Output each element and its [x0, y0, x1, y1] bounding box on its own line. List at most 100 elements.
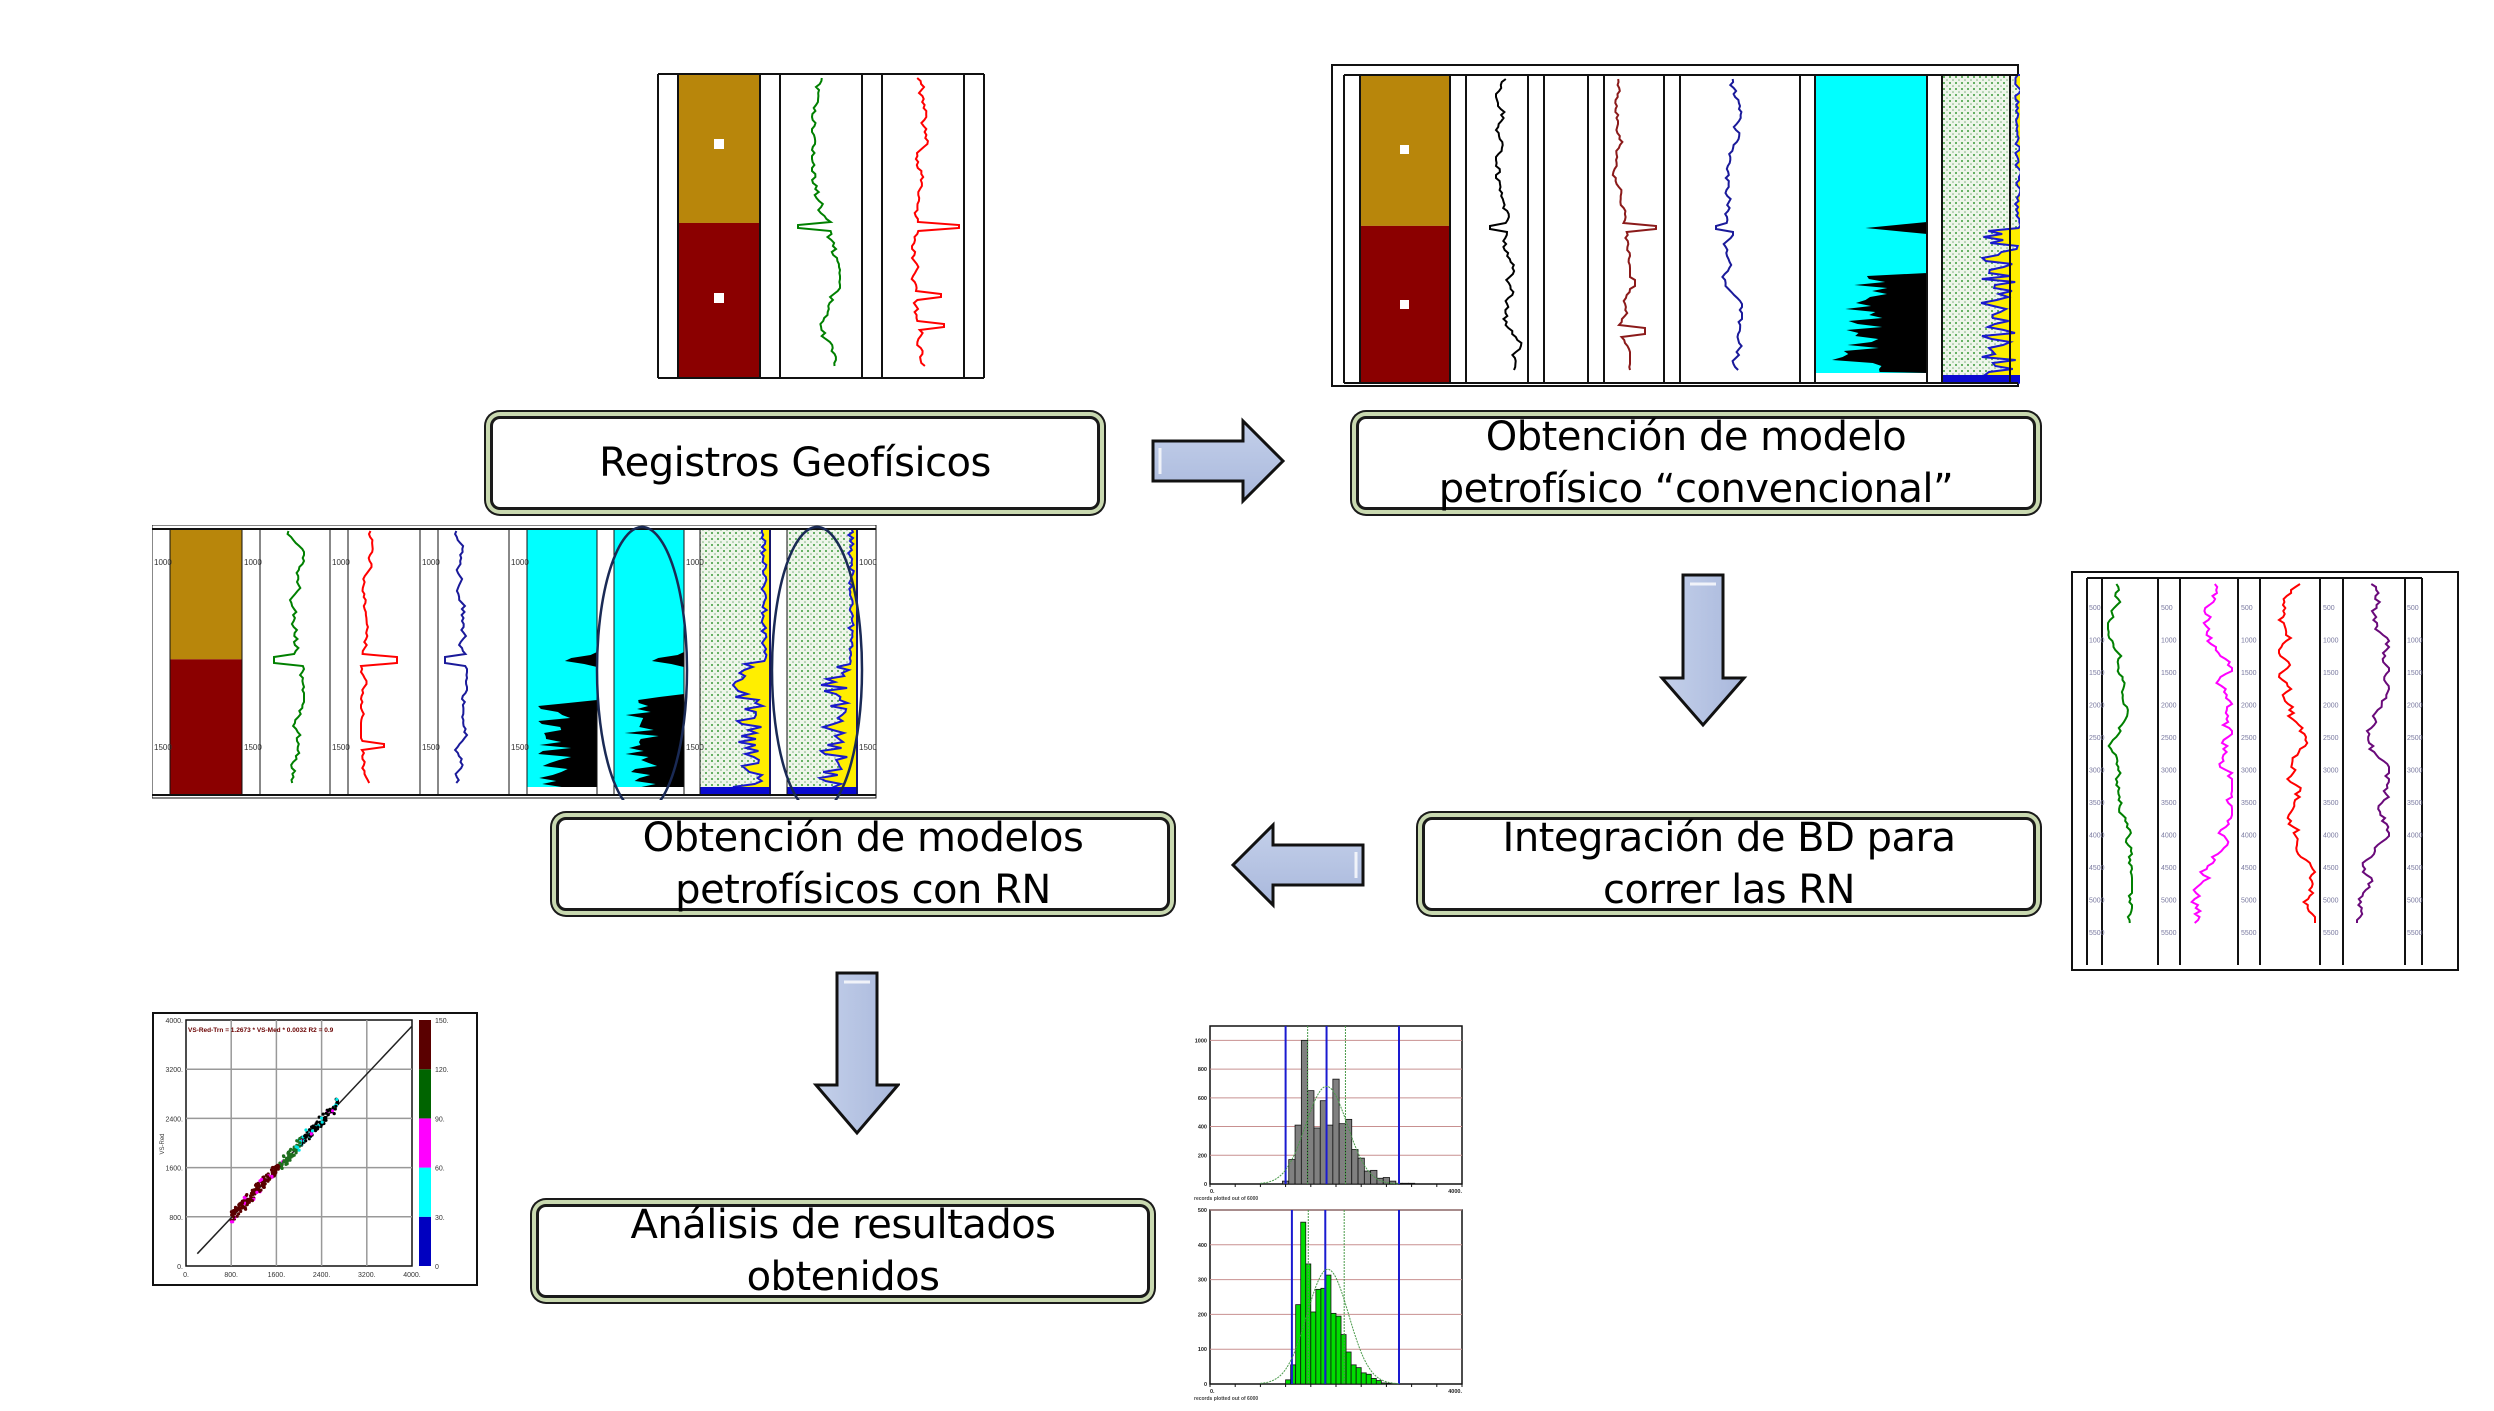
depth-label-1000: 1000: [244, 558, 262, 567]
histogram-bar: [1295, 1304, 1302, 1385]
depth-label: 2000: [2407, 703, 2423, 710]
histogram-bar: [1338, 1123, 1346, 1185]
histogram-bar: [1385, 1382, 1392, 1385]
depth-label-1500: 1500: [511, 743, 529, 752]
scatter-point: [330, 1109, 335, 1113]
scatter-plot-panel: 0.800.1600.2400.3200.4000.0.800.1600.240…: [152, 1012, 478, 1286]
y-tick-label: 100: [1198, 1347, 1207, 1353]
depth-label: 3000: [2161, 768, 2177, 775]
scatter-point: [315, 1120, 319, 1124]
log-panel-convencional-svg: [1331, 64, 2025, 387]
scatter-point: [264, 1178, 268, 1182]
histogram-bar: [1389, 1180, 1397, 1185]
depth-label: 2500: [2407, 735, 2423, 742]
scatter-point: [281, 1154, 286, 1158]
depth-label: 5000: [2089, 898, 2105, 905]
scatter-point: [251, 1192, 255, 1197]
depth-label: 3500: [2161, 800, 2177, 807]
scatter-point: [232, 1215, 236, 1219]
zone-label-b: [1400, 300, 1409, 309]
depth-label: 2500: [2323, 735, 2339, 742]
scatter-point: [286, 1150, 290, 1154]
step-integracion-line-1: Integración de BD para: [1502, 815, 1956, 861]
scatter-point: [229, 1210, 233, 1214]
depth-label-1000: 1000: [332, 558, 350, 567]
step-modelos-rn-line-2: petrofísicos con RN: [675, 867, 1051, 913]
depth-label: 5500: [2407, 930, 2423, 937]
depth-label: 1500: [2241, 670, 2257, 677]
x-tick-label: 3200.: [358, 1272, 376, 1279]
scatter-point: [273, 1167, 277, 1171]
scatter-point: [304, 1128, 308, 1132]
y-tick-label: 3200.: [165, 1067, 183, 1074]
depth-label: 4000: [2241, 833, 2257, 840]
depth-label: 1500: [2407, 670, 2423, 677]
scatter-point: [309, 1132, 313, 1136]
depth-label-1000: 1000: [154, 558, 172, 567]
scatter-point: [238, 1202, 242, 1206]
step-modelo-convencional: Obtención de modelo petrofísico “convenc…: [1356, 414, 2036, 512]
scatter-point: [240, 1199, 244, 1203]
normal-curve: [1260, 1085, 1400, 1185]
scatter-point: [255, 1190, 259, 1194]
depth-label-1500: 1500: [422, 743, 440, 752]
log-curve-red: [2277, 583, 2317, 923]
y-tick-label: 0.: [177, 1264, 183, 1271]
depth-label: 1000: [2407, 638, 2423, 645]
lith-track-yellow-fill: [1980, 74, 2025, 385]
arrow-right-icon: [1151, 417, 1286, 505]
step-analisis-line-2: obtenidos: [746, 1254, 940, 1300]
depth-label: 2500: [2161, 735, 2177, 742]
y-tick-label: 0: [1204, 1182, 1207, 1188]
y-tick-label: 400: [1198, 1243, 1207, 1249]
log-panel-modelos-rn-svg: 1000150010001500100015001000150010001500…: [151, 524, 877, 815]
histogram-bar: [1380, 1382, 1387, 1385]
histogram-bar: [1357, 1157, 1365, 1185]
depth-label: 3500: [2241, 800, 2257, 807]
histogram-bar: [1370, 1378, 1377, 1385]
histogram-bar: [1375, 1380, 1382, 1385]
y-tick-label: 4000.: [165, 1018, 183, 1025]
depth-label: 1500: [2161, 670, 2177, 677]
scatter-point: [323, 1115, 327, 1120]
depth-label: 5000: [2241, 898, 2257, 905]
lith-track-1-yellow-fill: [731, 528, 771, 797]
lith-track-2-yellow-fill: [816, 528, 858, 797]
depth-label: 4500: [2089, 865, 2105, 872]
scatter-point: [235, 1214, 239, 1218]
histogram-bar: [1351, 1149, 1359, 1185]
zone-upper: [170, 529, 242, 660]
x-tick-label: 4000.: [403, 1272, 421, 1279]
histogram-bar: [1300, 1221, 1307, 1385]
depth-label: 5000: [2407, 898, 2423, 905]
log-curve-green: [2107, 583, 2134, 924]
depth-label: 1500: [2089, 670, 2105, 677]
depth-label: 1500: [2323, 670, 2339, 677]
x-tick-label: 0.: [183, 1272, 189, 1279]
y-tick-label: 200: [1198, 1312, 1207, 1318]
depth-label: 4500: [2323, 865, 2339, 872]
log-curve-blue: [444, 530, 469, 784]
step-registros-geofisicos: Registros Geofísicos: [490, 416, 1100, 510]
log-curve-green: [797, 77, 842, 367]
depth-label: 4500: [2161, 865, 2177, 872]
log-panel-registros: [656, 66, 988, 384]
x-tick-label: 0.: [1210, 1389, 1215, 1395]
scatter-point: [252, 1190, 256, 1194]
histogram-caption: records plotted out of 6000: [1194, 1396, 1258, 1402]
scatter-point: [334, 1104, 338, 1108]
depth-label-1000: 1000: [422, 558, 440, 567]
histogram-bar: [1310, 1311, 1317, 1385]
histogram-bar: [1345, 1351, 1352, 1385]
scatter-point: [270, 1174, 274, 1178]
depth-label: 5500: [2089, 930, 2105, 937]
depth-label: 500: [2407, 605, 2419, 612]
colorbar-tick-label: 120.: [435, 1067, 449, 1074]
depth-label: 1000: [2161, 638, 2177, 645]
log-curve-blue: [1715, 78, 1743, 371]
scatter-point: [298, 1141, 302, 1145]
depth-label: 500: [2323, 605, 2335, 612]
histogram-bar: [1340, 1334, 1347, 1385]
